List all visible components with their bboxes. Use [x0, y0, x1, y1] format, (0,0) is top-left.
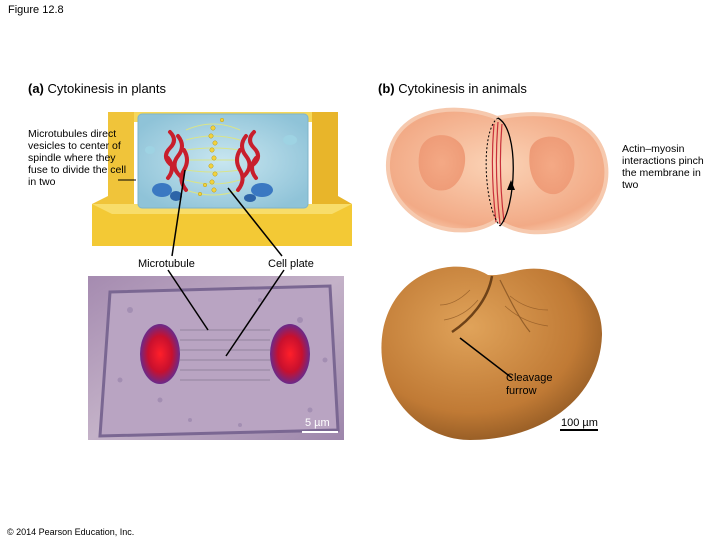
constriction-arrow-back — [485, 117, 501, 227]
microtubule-leader-line-lower — [167, 269, 209, 331]
animal-cytokinesis-note: Actin–myosin interactions pinch the memb… — [622, 143, 704, 191]
figure-label: Figure 12.8 — [8, 4, 64, 16]
copyright-notice: © 2014 Pearson Education, Inc. — [7, 527, 135, 537]
chromosome-set-right — [235, 130, 260, 192]
micrograph-texture — [117, 298, 328, 427]
cleavage-furrow-label: Cleavage furrow — [506, 372, 553, 397]
panel-a-letter: (a) — [28, 81, 44, 96]
cleavage-furrow-leader-line — [459, 337, 513, 379]
scale-bar-100um-label: 100 µm — [561, 417, 598, 429]
cleavage-furrow-groove — [451, 275, 494, 334]
chromosome-set-left — [164, 130, 189, 192]
nucleus-right — [529, 136, 575, 195]
panel-a-title: (a) Cytokinesis in plants — [28, 81, 166, 96]
plant-cell-illustration — [92, 112, 352, 246]
microtubule-label: Microtubule — [138, 258, 195, 270]
micrograph-chromosomes-right — [270, 324, 310, 384]
nucleus-left — [418, 135, 466, 191]
microtubule-leader-line — [171, 169, 186, 257]
cell-plate-leader-line — [227, 187, 283, 257]
cell-wall-bottom — [92, 204, 352, 246]
cell-plate-vesicles — [197, 117, 225, 197]
egg-wrinkles — [439, 289, 549, 327]
panel-b-letter: (b) — [378, 81, 395, 96]
egg-micrograph — [381, 266, 603, 440]
panel-b-title-text: Cytokinesis in animals — [398, 81, 527, 96]
cell-plate-leader-line-lower — [225, 269, 285, 357]
contractile-ring — [491, 121, 505, 225]
plant-cytokinesis-note: Microtubules direct vesicles to center o… — [28, 128, 127, 188]
cell-plate-label: Cell plate — [268, 258, 314, 270]
constriction-arrow-curve — [497, 117, 514, 227]
panel-a-title-text: Cytokinesis in plants — [47, 81, 167, 96]
panel-b-title: (b) Cytokinesis in animals — [378, 81, 527, 96]
plant-micrograph — [88, 276, 344, 440]
micrograph-phragmoplast — [180, 329, 270, 381]
micrograph-chromosomes-left — [140, 324, 180, 384]
animal-cell-illustration — [386, 107, 609, 235]
constriction-arrowhead — [507, 180, 515, 190]
organelles — [145, 135, 297, 202]
cleavage-furrow-groove-2 — [499, 279, 531, 333]
egg-body — [381, 266, 603, 440]
scale-bar-5um-label: 5 µm — [305, 417, 330, 429]
